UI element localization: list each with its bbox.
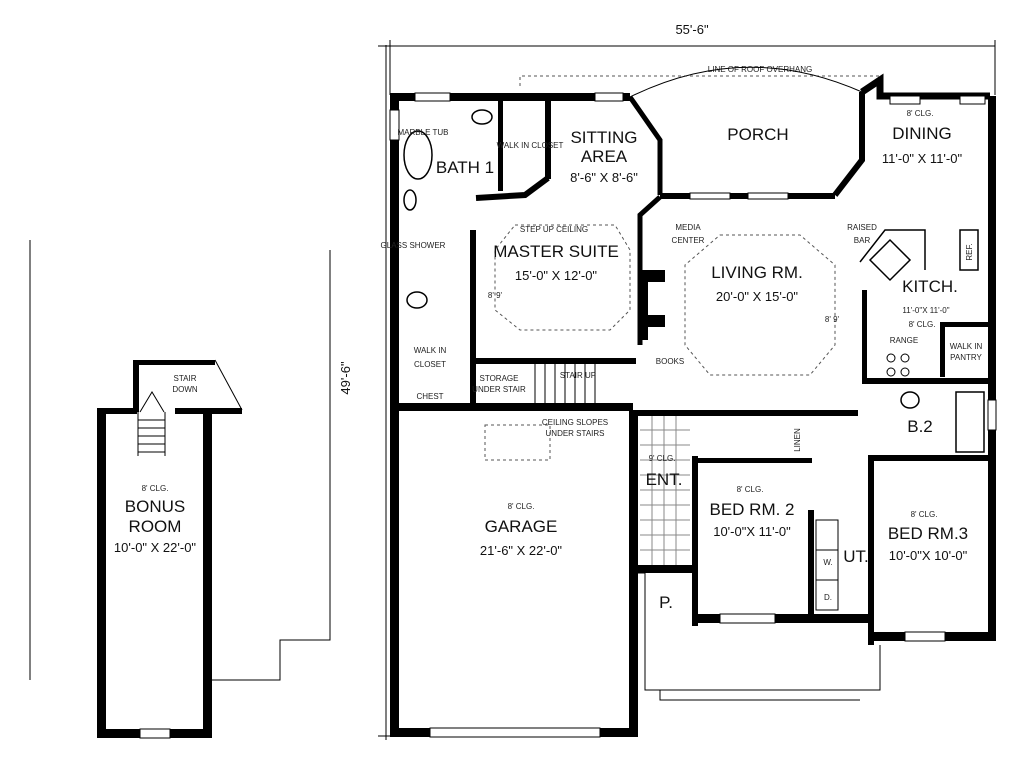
master-name: MASTER SUITE xyxy=(493,242,619,261)
bonus-room-name: BONUS xyxy=(125,497,185,516)
ceiling-slopes: CEILING SLOPES xyxy=(542,418,608,427)
utility-name: UT. xyxy=(843,547,869,566)
living-size: 20'-0" X 15'-0" xyxy=(716,289,799,304)
roof-overhang-line xyxy=(519,75,881,86)
overall-depth-label: 49'-6" xyxy=(338,361,353,395)
walk-in-closet-2: WALK IN xyxy=(414,346,447,355)
kitchen-size: 11'-0"X 11'-0" xyxy=(902,306,949,315)
roof-overhang-label: LINE OF ROOF OVERHANG xyxy=(708,65,812,74)
overall-width-label: 55'-6" xyxy=(675,22,709,37)
garage-size: 21'-6" X 22'-0" xyxy=(480,543,563,558)
bath2-name: B.2 xyxy=(907,417,933,436)
glass-shower-note: GLASS SHOWER xyxy=(381,241,446,250)
bath1-name: BATH 1 xyxy=(436,158,494,177)
stair-up-label: STAIR UP xyxy=(560,371,596,380)
raised-bar-2: BAR xyxy=(854,236,871,245)
kitchen-ceiling: 8' CLG. xyxy=(909,320,936,329)
chest-label: CHEST xyxy=(416,392,443,401)
walk-in-closet-2b: CLOSET xyxy=(414,360,446,369)
porch-name: PORCH xyxy=(727,125,788,144)
bed3-ceiling: 8' CLG. xyxy=(911,510,938,519)
room-labels: MARBLE TUB BATH 1 GLASS SHOWER WALK IN C… xyxy=(381,109,983,612)
bed3-name: BED RM.3 xyxy=(888,524,968,543)
books-label: BOOKS xyxy=(656,357,684,366)
bonus-stair-label-2: DOWN xyxy=(172,385,198,394)
garage-name: GARAGE xyxy=(485,517,558,536)
bed2-size: 10'-0"X 11'-0" xyxy=(713,524,791,539)
garage-ceiling: 8' CLG. xyxy=(508,502,535,511)
kitchen-name: KITCH. xyxy=(902,277,958,296)
dining-size: 11'-0" X 11'-0" xyxy=(882,151,963,166)
raised-bar: RAISED xyxy=(847,223,877,232)
bed2-name: BED RM. 2 xyxy=(709,500,794,519)
pantry-label: WALK IN xyxy=(950,342,983,351)
dining-ceiling: 8' CLG. xyxy=(907,109,934,118)
living-name: LIVING RM. xyxy=(711,263,803,282)
storage-label: STORAGE xyxy=(480,374,519,383)
linen-label: LINEN xyxy=(793,428,802,452)
living-height: 8' 9' xyxy=(825,315,840,324)
sitting-name-2: AREA xyxy=(581,147,628,166)
house-walls xyxy=(389,66,997,738)
walk-in-closet-1: WALK IN CLOSET xyxy=(497,141,564,150)
bonus-room-size: 10'-0" X 22'-0" xyxy=(114,540,197,555)
media-center-2: CENTER xyxy=(672,236,705,245)
bed3-size: 10'-0"X 10'-0" xyxy=(889,548,968,563)
patio-name: P. xyxy=(659,593,673,612)
bonus-room-walls xyxy=(29,240,331,739)
entry-ceiling: 9' CLG. xyxy=(649,454,676,463)
dimension-lines xyxy=(378,40,996,740)
master-height: 8' 9' xyxy=(488,291,503,300)
sitting-name: SITTING xyxy=(570,128,637,147)
step-up-ceiling-note: STEP UP CEILING xyxy=(520,225,588,234)
sitting-size: 8'-6" X 8'-6" xyxy=(570,170,638,185)
dryer-label: D. xyxy=(824,593,832,602)
dining-name: DINING xyxy=(892,124,952,143)
bed2-ceiling: 8' CLG. xyxy=(737,485,764,494)
washer-label: W. xyxy=(823,558,832,567)
pantry-label-2: PANTRY xyxy=(950,353,982,362)
storage-label-2: UNDER STAIR xyxy=(472,385,526,394)
bonus-room-name-2: ROOM xyxy=(129,517,182,536)
bonus-stair-label: STAIR xyxy=(174,374,197,383)
marble-tub-note: MARBLE TUB xyxy=(398,128,449,137)
ceiling-slopes-2: UNDER STAIRS xyxy=(546,429,605,438)
master-size: 15'-0" X 12'-0" xyxy=(515,268,598,283)
media-center: MEDIA xyxy=(675,223,701,232)
entry-name: ENT. xyxy=(646,470,683,489)
bonus-ceiling: 8' CLG. xyxy=(142,484,169,493)
ref-label: REF. xyxy=(965,243,974,260)
range-label: RANGE xyxy=(890,336,918,345)
